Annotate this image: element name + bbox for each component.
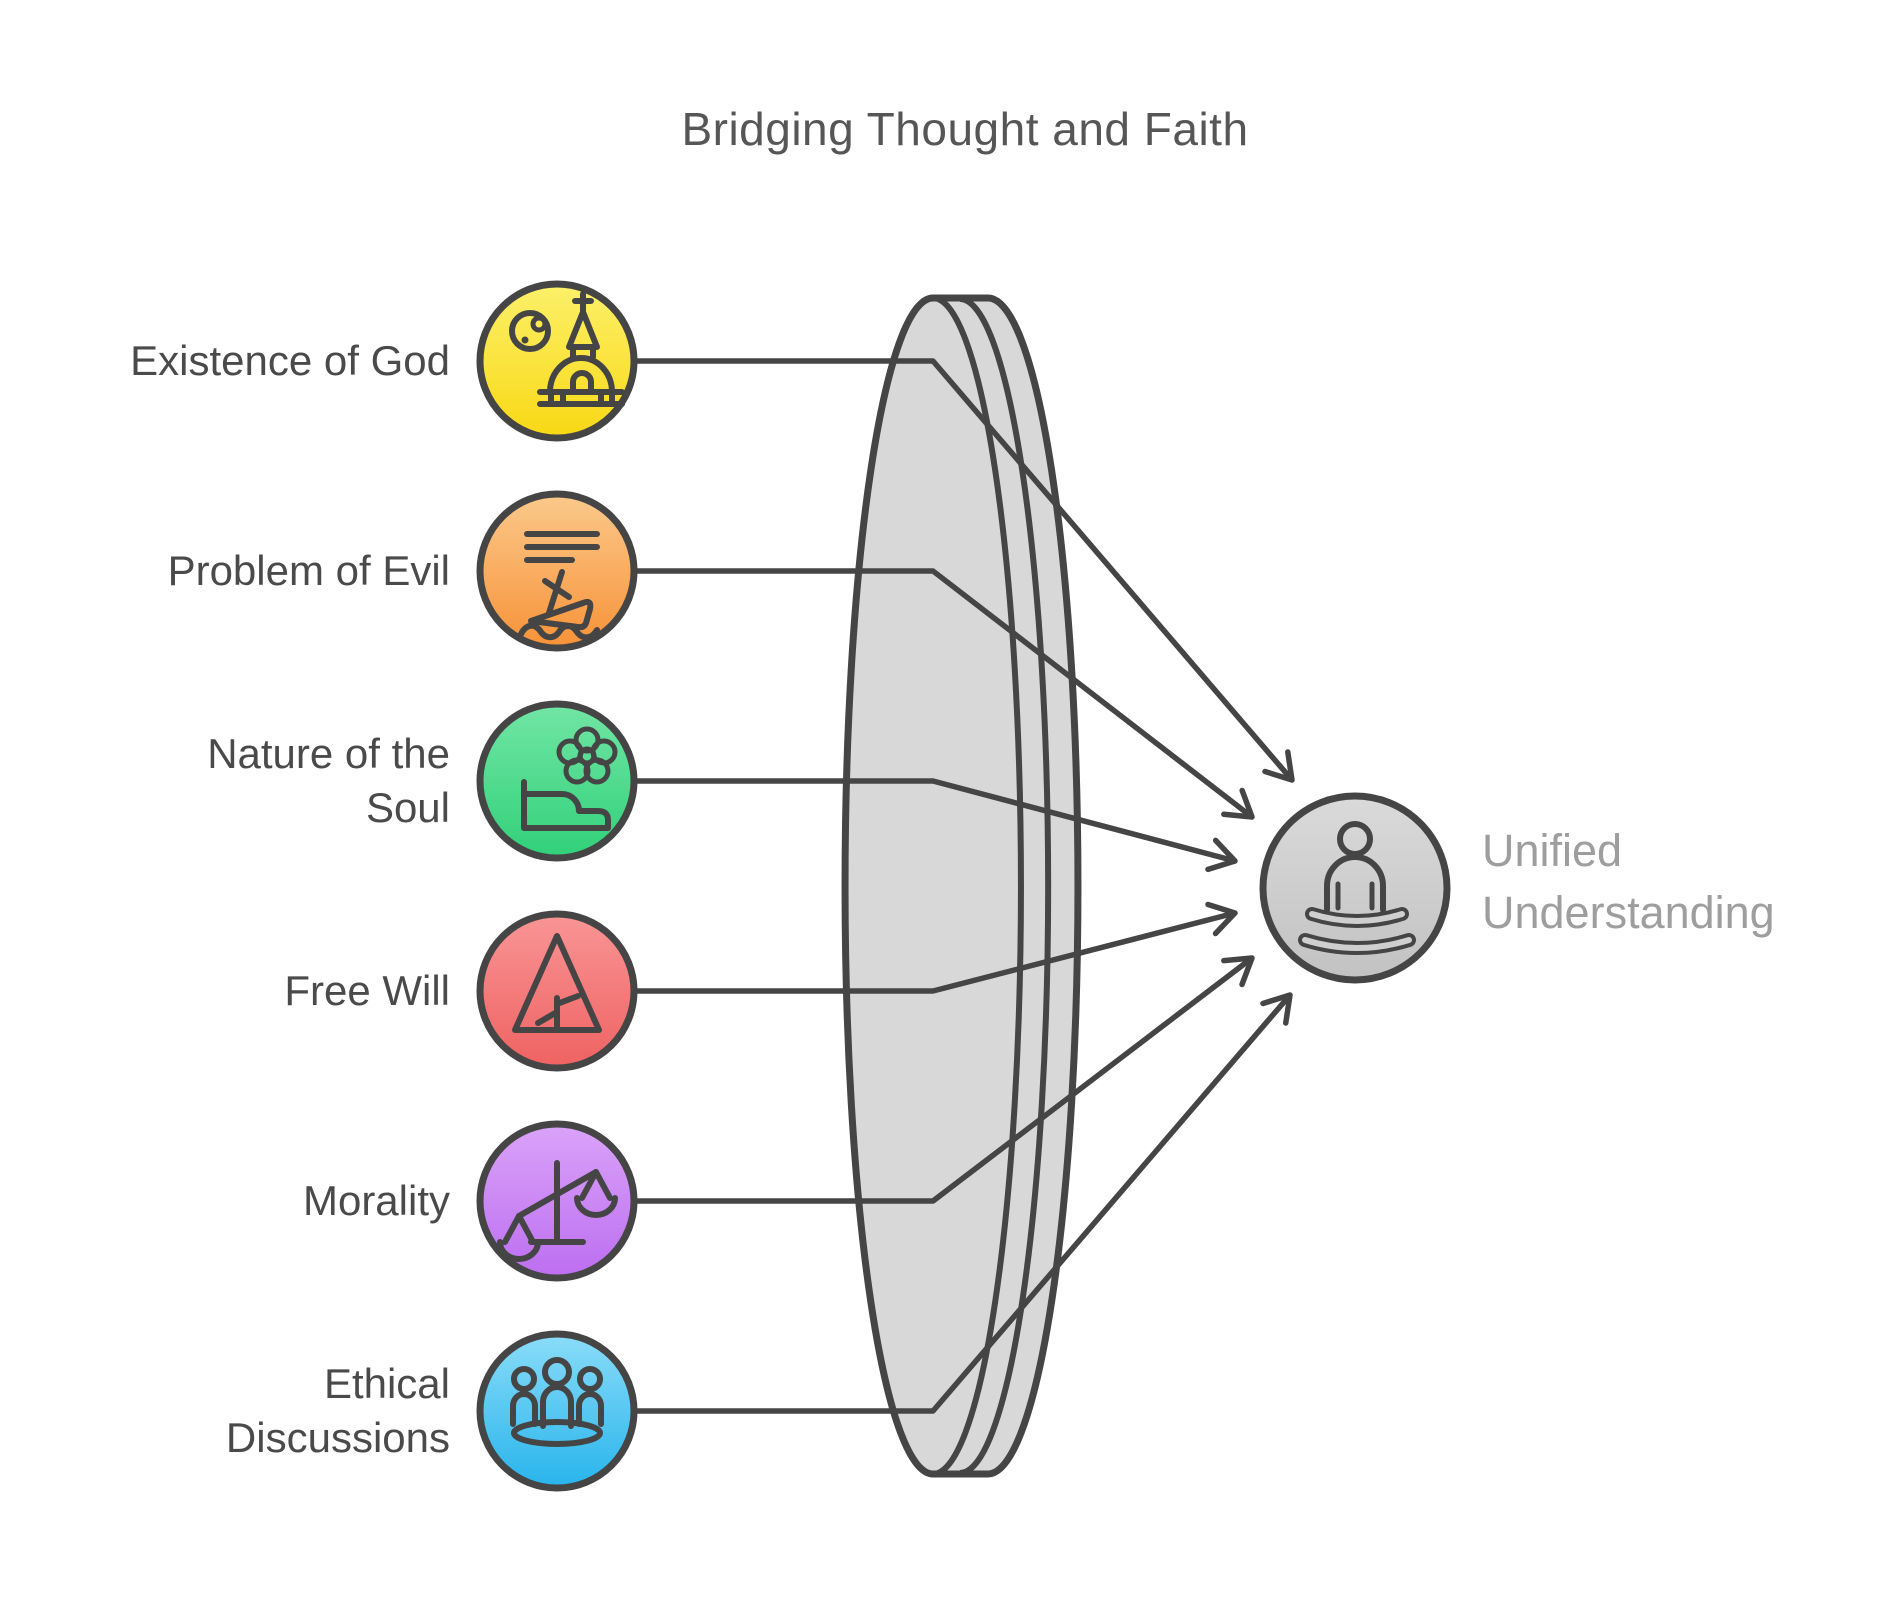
label-free-will: Free Will (20, 964, 450, 1018)
connector-morality (634, 955, 1255, 1204)
node-circle-nature-of-the-soul (476, 700, 638, 862)
node-circle-existence-of-god (476, 280, 638, 442)
connector-existence-of-god (634, 358, 1295, 783)
lens-front-edge (932, 295, 1024, 1477)
connector-free-will (634, 901, 1238, 994)
connector-nature-of-the-soul (634, 778, 1238, 873)
flower-rest-icon (476, 700, 638, 862)
label-line: Discussions (225, 1414, 450, 1461)
balance-scale-icon (476, 1120, 638, 1282)
label-line: Free Will (284, 967, 450, 1014)
target-label-line: Understanding (1482, 887, 1775, 938)
label-line: Existence of God (130, 337, 450, 384)
label-nature-of-the-soul: Nature of the Soul (20, 727, 450, 835)
label-line: Morality (302, 1177, 450, 1224)
label-line: Problem of Evil (167, 547, 450, 594)
target-node (1259, 792, 1451, 984)
label-line: Nature of the (207, 730, 450, 777)
diagram-title: Bridging Thought and Faith (681, 103, 1249, 155)
label-existence-of-god: Existence of God (20, 334, 450, 388)
target-label: Unified Understanding (1482, 820, 1775, 944)
connector-lines (634, 358, 1295, 1414)
label-ethical-discussions: Ethical Discussions (20, 1357, 450, 1465)
label-morality: Morality (20, 1174, 450, 1228)
tree-in-triangle-icon (476, 910, 638, 1072)
church-icon (476, 280, 638, 442)
lens-shape (841, 294, 1082, 1478)
sinking-ship-icon (476, 490, 638, 652)
lens-silhouette (841, 294, 1082, 1478)
label-problem-of-evil: Problem of Evil (20, 544, 450, 598)
label-line: Soul (365, 784, 450, 831)
people-group-icon (476, 1330, 638, 1492)
target-label-line: Unified (1482, 825, 1623, 876)
connector-ethical-discussions (634, 992, 1293, 1414)
connector-problem-of-evil (634, 568, 1255, 820)
meditating-person-icon (1298, 821, 1416, 955)
lens-rim-edge (959, 296, 1052, 1476)
label-line: Ethical (323, 1360, 450, 1407)
